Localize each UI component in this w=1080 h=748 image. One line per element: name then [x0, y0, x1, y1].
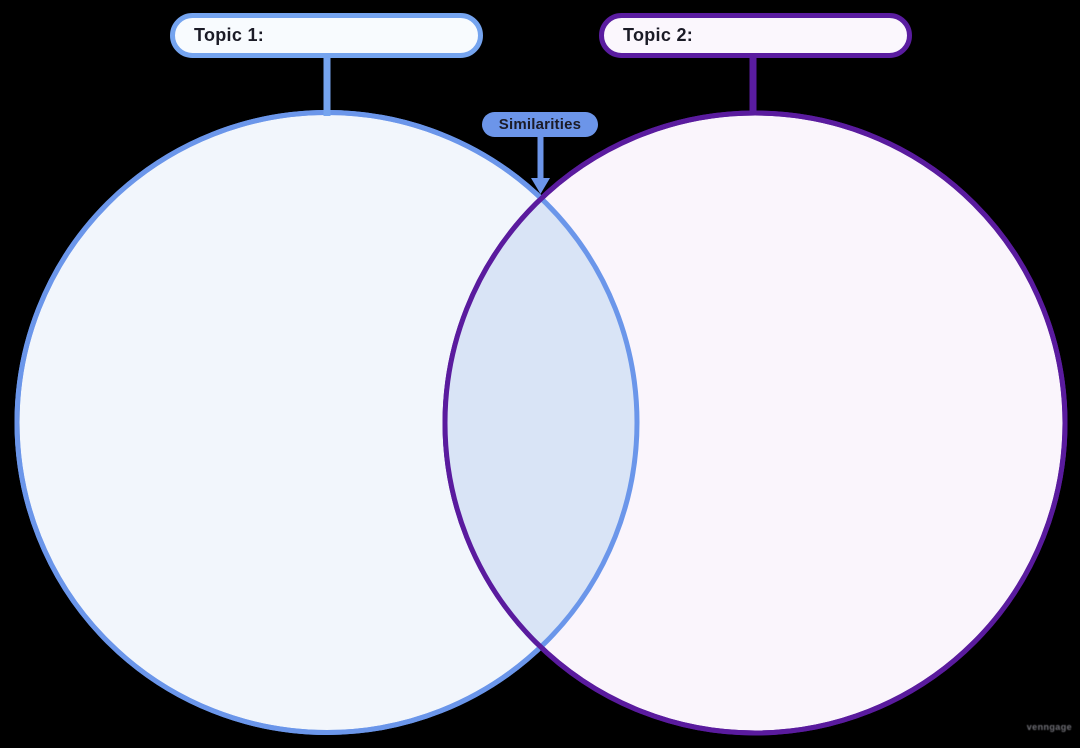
- watermark: venngage: [1026, 722, 1072, 732]
- similarities-label: Similarities: [498, 116, 582, 133]
- topic1-label: Topic 1:: [194, 25, 265, 45]
- topic2-input-box[interactable]: Topic 2:: [599, 13, 912, 58]
- similarities-pill: Similarities: [482, 112, 598, 137]
- topic2-label: Topic 2:: [623, 25, 694, 45]
- intersection-lens[interactable]: [445, 198, 637, 648]
- similarities-arrowhead-icon: [531, 178, 550, 194]
- topic1-input-box[interactable]: Topic 1:: [170, 13, 483, 58]
